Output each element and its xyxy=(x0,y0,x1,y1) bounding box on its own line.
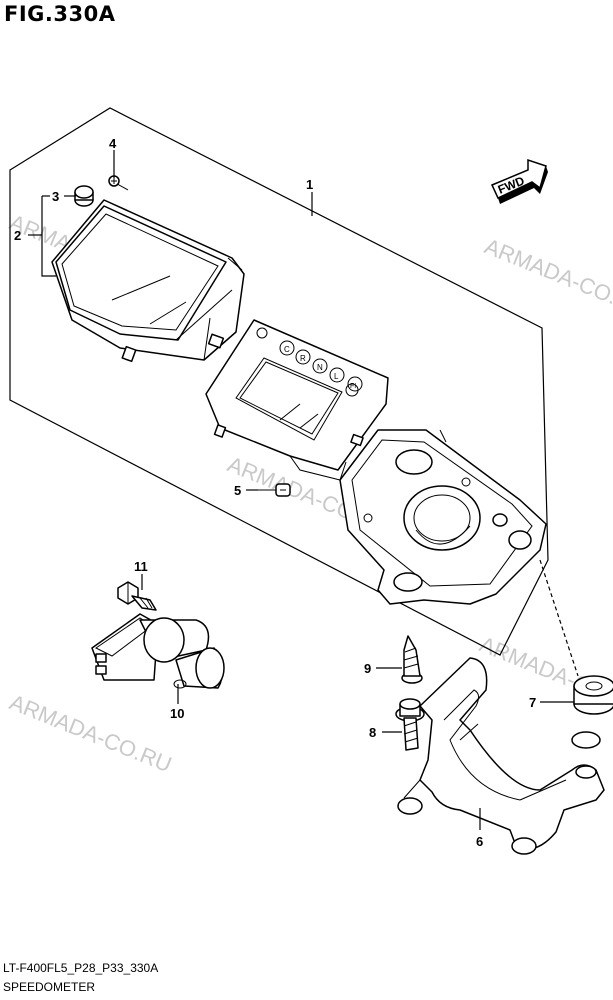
leader-lines xyxy=(28,150,579,830)
assembly-frame xyxy=(9,107,549,656)
callout-4: 4 xyxy=(109,136,117,151)
callout-11: 11 xyxy=(134,559,148,574)
screw-part-4 xyxy=(108,175,129,191)
figure-title: FIG.330A xyxy=(4,2,116,26)
indicator-label: C xyxy=(284,345,290,354)
diagram-code: LT-F400FL5_P28_P33_330A xyxy=(3,961,159,975)
indicator-label: N xyxy=(317,363,323,372)
watermark: ARMADA-CO.RU xyxy=(481,233,613,321)
callout-8: 8 xyxy=(369,725,376,740)
speed-sensor-part-10 xyxy=(91,613,225,689)
meter-case xyxy=(339,429,547,605)
indicator-lamps: C R N L FI xyxy=(279,340,363,392)
meter-panel xyxy=(205,319,389,481)
indicator-label: R xyxy=(300,354,306,363)
callout-10: 10 xyxy=(170,706,184,721)
meter-lens-cover xyxy=(51,199,245,363)
bolt-part-11 xyxy=(117,581,157,611)
fwd-arrow-icon: FWD xyxy=(490,158,548,204)
callout-9: 9 xyxy=(364,661,371,676)
grommet-part-3 xyxy=(74,185,94,207)
tapping-screw-part-9 xyxy=(401,635,423,684)
watermark: ARMADA-CO.RU xyxy=(6,689,175,777)
callout-5: 5 xyxy=(234,483,241,498)
callout-3: 3 xyxy=(52,189,59,204)
flange-bolt-part-8 xyxy=(395,698,425,751)
callout-1: 1 xyxy=(306,177,313,192)
callout-7: 7 xyxy=(529,695,536,710)
diagram-name: SPEEDOMETER xyxy=(3,980,96,994)
grommet-part-7 xyxy=(573,675,613,715)
indicator-label: FI xyxy=(350,383,356,390)
callout-6: 6 xyxy=(476,834,483,849)
indicator-label: L xyxy=(334,372,339,381)
bracket-part-6 xyxy=(397,657,605,855)
callout-2: 2 xyxy=(14,228,21,243)
screw-part-5 xyxy=(256,483,291,497)
